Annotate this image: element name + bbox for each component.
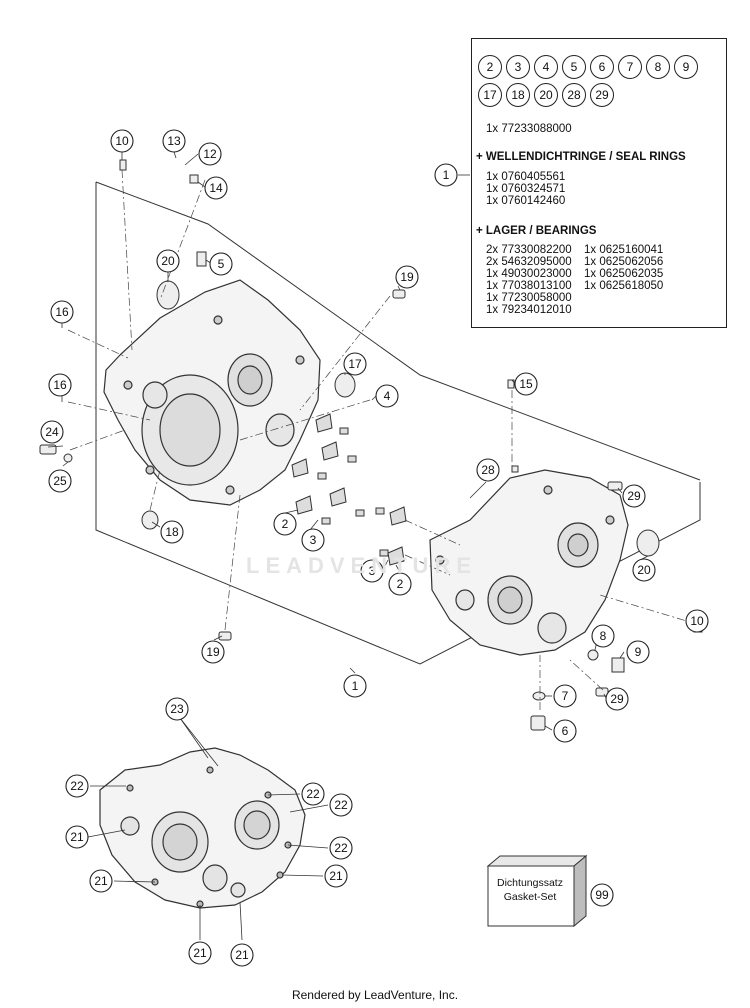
legend-bearing-right-1: 1x 0625160041 xyxy=(584,244,664,256)
callout-24: 24 xyxy=(45,425,59,439)
legend-bearing-left-1: 2x 77330082200 xyxy=(486,244,572,256)
gasket-box-icon xyxy=(486,854,588,928)
callout-1-frame: 1 xyxy=(352,679,359,693)
callout-15: 15 xyxy=(519,377,533,391)
legend-circle: 8 xyxy=(646,55,670,79)
legend-bearing-left-4: 1x 77038013100 xyxy=(486,280,572,292)
callout-25: 25 xyxy=(53,474,67,488)
assembly-frame-top xyxy=(95,181,701,481)
callout-21-a: 21 xyxy=(70,830,84,844)
callout-99: 99 xyxy=(595,888,609,902)
callout-29-bottom: 29 xyxy=(610,692,624,706)
legend-bearing-left-3: 1x 49030023000 xyxy=(486,268,572,280)
callout-2-right: 2 xyxy=(397,577,404,591)
legend-circle: 7 xyxy=(618,55,642,79)
callout-28: 28 xyxy=(481,463,495,477)
legend-seal-1: 1x 0760405561 xyxy=(486,171,566,183)
callout-21-b: 21 xyxy=(94,874,108,888)
legend-bearing-right-3: 1x 0625062035 xyxy=(584,268,664,280)
callout-14: 14 xyxy=(209,181,223,195)
callout-22-d: 22 xyxy=(334,841,348,855)
callout-10-right: 10 xyxy=(690,614,704,628)
legend-circle: 3 xyxy=(506,55,530,79)
callout-7: 7 xyxy=(562,689,569,703)
callout-1-legend: 1 xyxy=(443,168,450,182)
callout-23: 23 xyxy=(170,702,184,716)
callout-10-top: 10 xyxy=(115,134,129,148)
legend-circle: 18 xyxy=(506,83,530,107)
callout-13: 13 xyxy=(167,134,181,148)
callout-4: 4 xyxy=(384,389,391,403)
callout-16-mid: 16 xyxy=(53,378,67,392)
legend-circle: 9 xyxy=(674,55,698,79)
callout-6: 6 xyxy=(562,724,569,738)
legend-circle: 2 xyxy=(478,55,502,79)
callout-9: 9 xyxy=(635,645,642,659)
legend-seal-3: 1x 0760142460 xyxy=(486,195,566,207)
legend-bearing-heading: + LAGER / BEARINGS xyxy=(476,225,597,237)
callout-21-d: 21 xyxy=(193,946,207,960)
legend-circle: 5 xyxy=(562,55,586,79)
gasket-label-de: Dichtungssatz xyxy=(497,877,563,889)
callout-20-left: 20 xyxy=(161,254,175,268)
legend-circle: 6 xyxy=(590,55,614,79)
callout-12: 12 xyxy=(203,147,217,161)
callout-20-right: 20 xyxy=(637,563,651,577)
callout-21-e: 21 xyxy=(235,948,249,962)
legend-bearing-right-4: 1x 0625618050 xyxy=(584,280,664,292)
callout-numbers: 10 13 12 14 5 20 19 16 16 4 17 24 25 18 … xyxy=(45,134,704,962)
legend-circle: 4 xyxy=(534,55,558,79)
legend-bearing-left-5: 1x 77230058000 xyxy=(486,292,572,304)
crankcase-inner-view xyxy=(99,747,306,909)
legend-seal-heading: + WELLENDICHTRINGE / SEAL RINGS xyxy=(476,151,686,163)
callout-18: 18 xyxy=(165,525,179,539)
callout-8: 8 xyxy=(600,629,607,643)
callout-22-c: 22 xyxy=(334,798,348,812)
gasket-set-label: Dichtungssatz Gasket-Set xyxy=(490,876,570,904)
callout-17: 17 xyxy=(348,357,362,371)
gasket-label-en: Gasket-Set xyxy=(503,891,557,903)
alignment-lines xyxy=(67,169,701,710)
assembly-frame xyxy=(95,182,701,665)
callout-22-b: 22 xyxy=(306,787,320,801)
leader-lines xyxy=(47,151,699,941)
watermark: LEADVENTURE xyxy=(246,553,478,578)
callout-29-top: 29 xyxy=(627,489,641,503)
legend-bearing-left-2: 2x 54632095000 xyxy=(486,256,572,268)
legend-bearing-right-2: 1x 0625062056 xyxy=(584,256,664,268)
callout-3-left: 3 xyxy=(310,533,317,547)
callout-2-left: 2 xyxy=(282,517,289,531)
callout-circles xyxy=(40,129,709,967)
left-crankcase-half xyxy=(103,279,321,506)
callout-16-top: 16 xyxy=(55,305,69,319)
callout-19-bottom: 19 xyxy=(206,645,220,659)
legend-circle: 17 xyxy=(478,83,502,107)
legend-circle: 28 xyxy=(562,83,586,107)
footer-credit: Rendered by LeadVenture, Inc. xyxy=(291,988,459,1002)
legend-circle: 20 xyxy=(534,83,558,107)
legend-bearing-left-6: 1x 79234012010 xyxy=(486,304,572,316)
callout-19-top: 19 xyxy=(400,270,414,284)
legend-circle: 29 xyxy=(590,83,614,107)
bearing-retainers xyxy=(291,413,407,566)
legend-seal-2: 1x 0760324571 xyxy=(486,183,566,195)
callout-5: 5 xyxy=(218,257,225,271)
callout-22-a: 22 xyxy=(70,779,84,793)
legend-main-part: 1x 77233088000 xyxy=(486,123,572,135)
callout-3-right: 3 xyxy=(369,564,376,578)
right-crankcase-half xyxy=(429,469,629,656)
callout-21-c: 21 xyxy=(329,869,343,883)
